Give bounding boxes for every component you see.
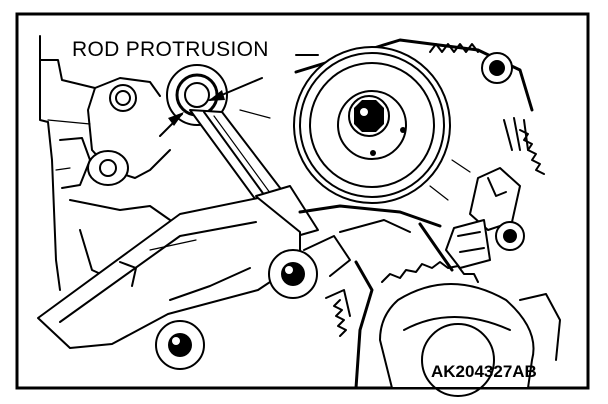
- figure-code: AK204327AB: [431, 362, 537, 381]
- engine-block: [39, 35, 271, 291]
- callout-leader: [159, 54, 319, 137]
- engine-drawing: [37, 35, 561, 397]
- bolt: [87, 150, 129, 186]
- bracket: [303, 159, 471, 317]
- bolt: [481, 52, 513, 84]
- figure-frame: [15, 12, 590, 390]
- bolt: [109, 84, 137, 112]
- sensor-connector: [445, 117, 529, 269]
- auto-tensioner: [37, 197, 301, 349]
- bolt: [155, 320, 205, 370]
- bolt: [268, 249, 318, 299]
- tensioner-pulley: [293, 46, 451, 204]
- sprocket: [379, 261, 561, 397]
- callout-label: ROD PROTRUSION: [72, 38, 269, 61]
